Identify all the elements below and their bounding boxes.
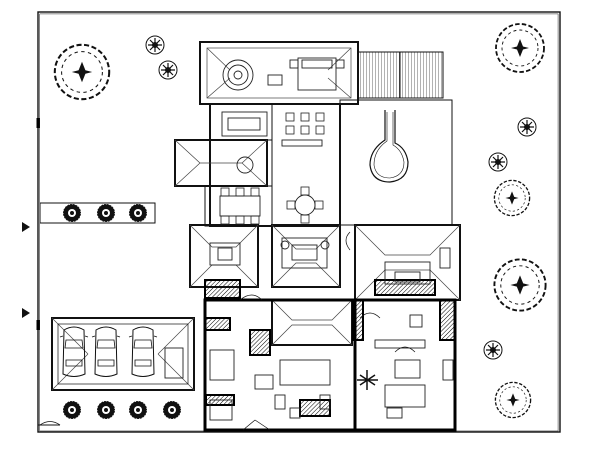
planter-strip [39, 202, 156, 224]
section-marker-arrow-upper [22, 222, 30, 232]
pergola-deck [357, 51, 444, 99]
furniture [209, 57, 454, 421]
pool-area [339, 99, 453, 226]
section-marker-arrow-lower [22, 308, 30, 318]
garage [51, 317, 195, 391]
door-swings [239, 231, 416, 431]
site-boundary [36, 11, 561, 433]
